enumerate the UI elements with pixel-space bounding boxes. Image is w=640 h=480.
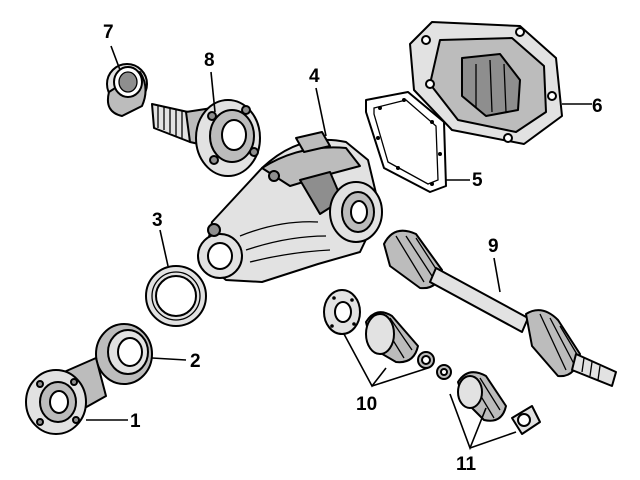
part-6-rear-cover <box>409 21 563 145</box>
part-1-output-flange <box>25 357 107 435</box>
callout-1: 1 <box>130 411 141 432</box>
callout-10: 10 <box>356 394 377 415</box>
callout-7: 7 <box>103 22 114 43</box>
part-4-differential-housing <box>197 131 383 283</box>
callout-8: 8 <box>204 50 215 71</box>
part-8-input-flange <box>151 99 261 177</box>
part-2-shim <box>95 323 153 385</box>
callouts: 7 8 4 6 5 3 9 2 1 10 11 <box>103 22 603 475</box>
part-9-axle-shaft <box>383 229 617 387</box>
part-5-gasket <box>365 91 447 193</box>
callout-11: 11 <box>456 454 477 475</box>
callout-9: 9 <box>488 236 499 257</box>
part-10-boot-kit <box>323 289 435 369</box>
callout-5: 5 <box>472 170 483 191</box>
callout-6: 6 <box>592 96 603 117</box>
callout-2: 2 <box>190 351 201 372</box>
part-11-boot-kit <box>436 364 541 435</box>
callout-4: 4 <box>309 66 320 87</box>
leader-lines <box>86 45 592 451</box>
part-3-seal-ring <box>145 265 207 327</box>
part-7-seal <box>106 63 148 117</box>
callout-3: 3 <box>152 210 163 231</box>
